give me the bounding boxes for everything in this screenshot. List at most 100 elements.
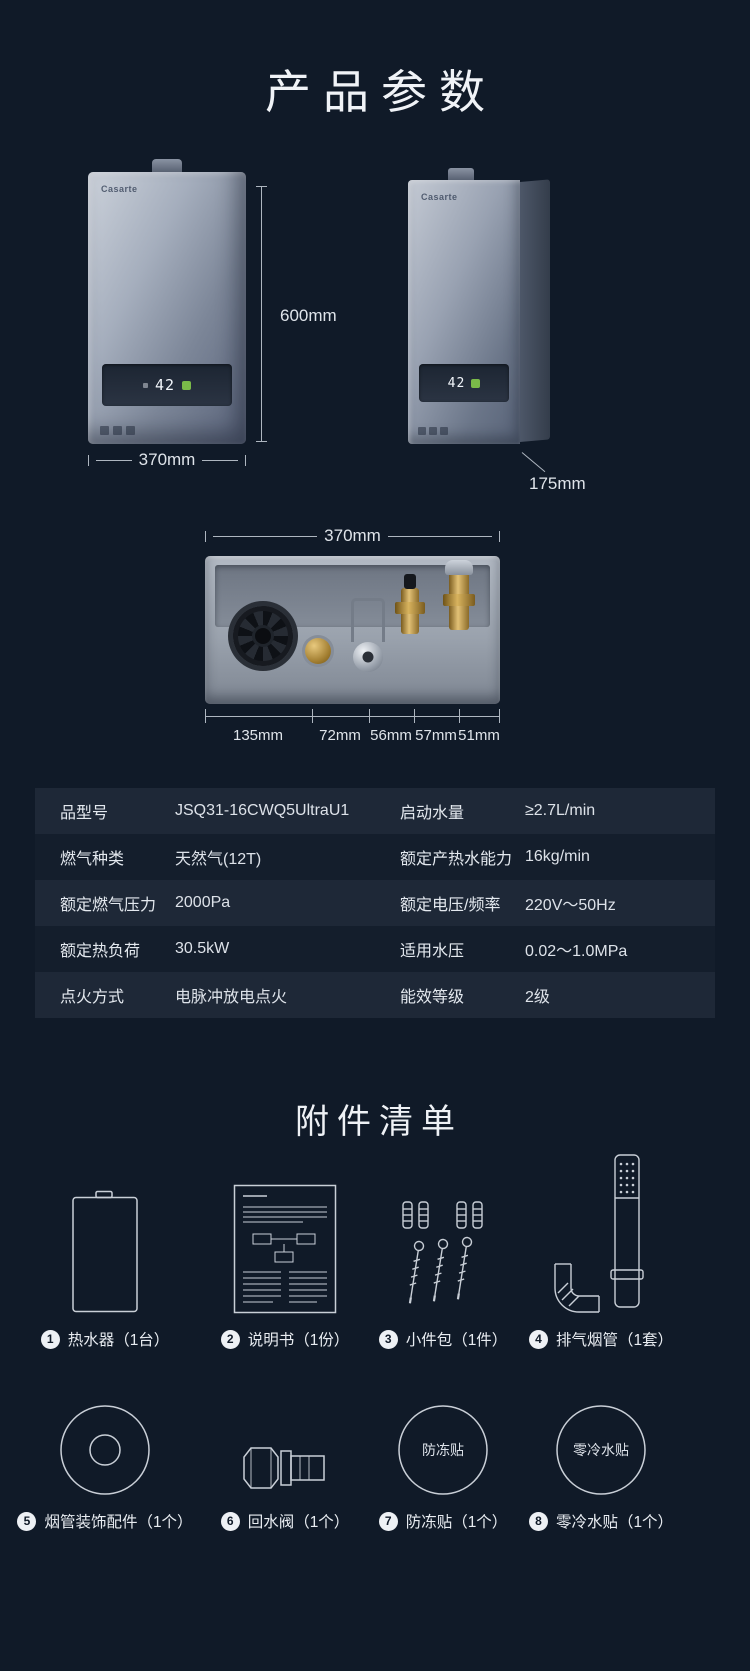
segment-dimension-label: 57mm [415,727,457,744]
manual-icon [200,1184,370,1314]
accessory-label: 1 热水器（1台） [20,1328,190,1350]
exhaust-pipe-icon [516,1152,686,1314]
spec-value: 30.5kW [175,940,230,957]
segment-dimension-line [205,716,500,717]
temperature-value: 42 [447,375,466,391]
brand-logo: Casarte [101,184,138,194]
spec-value: 电脉冲放电点火 [175,989,288,1006]
depth-dimension-line [521,452,546,473]
svg-text:零冷水贴: 零冷水贴 [573,1442,629,1458]
heater-front-body: Casarte 42 [88,172,246,444]
accessory-number-badge: 3 [378,1329,398,1349]
brand-logo: Casarte [421,192,458,202]
accessory-label-text: 排气烟管（1套） [555,1332,674,1349]
accessory-label: 2 说明书（1份） [200,1328,370,1350]
bottom-total-dimension-label: 370mm [324,526,381,545]
height-dimension-label: 600mm [280,306,337,325]
spec-value: ≥2.7L/min [525,802,596,819]
segment-dimension-label: 72mm [319,727,361,744]
brass-valve-1-nut [395,602,425,614]
temperature-display: 42 [102,364,232,406]
svg-text:防冻贴: 防冻贴 [422,1442,464,1458]
heater-outline-icon [20,1190,190,1314]
accessory-item-pipe-trim: 5 烟管装饰配件（1个） [15,1390,195,1532]
pipe-trim-ring-icon [15,1402,195,1498]
status-indicator-icon [142,382,148,388]
accessories-title: 附件清单 [295,1103,463,1141]
heater-side-front-face: Casarte 42 [408,180,520,444]
accessory-label: 3 小件包（1件） [358,1328,528,1350]
accessory-number-badge: 4 [528,1329,548,1349]
spec-value: 220V～50Hz [525,897,616,914]
spec-row: 品型号 JSQ31-16CWQ5UltraU1 启动水量 ≥2.7L/min [35,788,715,834]
accessory-item-antifreeze-sticker: 防冻贴 7 防冻贴（1个） [353,1390,533,1532]
eco-indicator-icon [182,380,192,390]
spec-label: 适用水压 [400,943,465,960]
height-dimension-line [256,186,267,442]
spec-label: 启动水量 [400,805,465,822]
accessory-number-badge: 7 [378,1511,398,1531]
accessories-row-1: 1 热水器（1台） [0,1154,750,1350]
accessory-number-badge: 5 [17,1511,37,1531]
zero-cold-water-sticker-icon: 零冷水贴 [511,1402,691,1498]
spec-value: 2000Pa [175,894,231,911]
spec-label: 燃气种类 [60,851,125,868]
eco-indicator-icon [471,378,481,388]
flue-pipe [152,159,182,173]
flue-pipe [448,168,474,181]
accessory-item-exhaust-pipe: 4 排气烟管（1套） [516,1154,686,1350]
accessory-number-badge: 2 [220,1329,240,1349]
water-inlet-fitting [353,642,383,672]
width-dimension: 370mm [88,450,246,470]
temperature-value: 42 [154,376,176,394]
accessory-label-text: 防冻贴（1个） [405,1514,508,1531]
accessory-label-text: 说明书（1份） [247,1332,350,1349]
segment-dimension-label: 135mm [232,727,284,744]
accessory-number-badge: 6 [220,1511,240,1531]
spec-value: JSQ31-16CWQ5UltraU1 [175,802,350,819]
accessory-item-zero-cold-water-sticker: 零冷水贴 8 零冷水贴（1个） [511,1390,691,1532]
accessory-label: 4 排气烟管（1套） [516,1328,686,1350]
spec-row: 燃气种类 天然气(12T) 额定产热水能力 16kg/min [35,834,715,880]
accessory-item-manual: 2 说明书（1份） [200,1160,370,1350]
heater-side-view: Casarte 42 [408,168,550,446]
spec-value: 天然气(12T) [175,851,262,868]
accessory-label-text: 零冷水贴（1个） [555,1514,674,1531]
spec-label: 额定电压/频率 [400,897,501,914]
accessory-item-return-valve: 6 回水阀（1个） [195,1390,375,1532]
bottom-total-dimension: 370mm [205,526,500,546]
antifreeze-sticker-icon: 防冻贴 [353,1402,533,1498]
accessory-label: 8 零冷水贴（1个） [511,1510,691,1532]
accessory-label-text: 热水器（1台） [67,1332,170,1349]
accessory-label-text: 烟管装饰配件（1个） [44,1514,193,1531]
heater-front-view: Casarte 42 [88,159,246,444]
spec-table: 品型号 JSQ31-16CWQ5UltraU1 启动水量 ≥2.7L/min 燃… [35,788,715,1018]
accessory-item-heater: 1 热水器（1台） [20,1160,190,1350]
accessory-label: 5 烟管装饰配件（1个） [15,1510,195,1532]
width-dimension-label: 370mm [138,450,196,469]
spec-value: 2级 [525,989,550,1006]
heater-side-panel [520,179,550,442]
vent-grille [418,427,448,435]
accessories-row-2: 5 烟管装饰配件（1个） 6 回水阀（1个） [0,1390,750,1532]
spec-value: 0.02～1.0MPa [525,943,628,960]
brass-valve-1-knob [404,574,416,589]
heater-bottom-view [205,556,500,704]
fan-outlet [233,606,293,666]
spec-label: 点火方式 [60,989,125,1006]
page-title: 产品参数 [265,66,497,118]
gas-inlet-fitting [305,638,331,664]
brass-valve-2-cap [445,560,473,575]
parts-bag-icon [358,1198,528,1314]
temperature-display: 42 [419,364,509,402]
depth-dimension-label: 175mm [529,474,586,493]
mounting-bracket [351,598,385,642]
accessory-number-badge: 8 [528,1511,548,1531]
segment-dimension-label: 56mm [370,727,412,744]
segment-dimension-label: 51mm [458,727,500,744]
spec-value: 16kg/min [525,848,590,865]
spec-label: 额定燃气压力 [60,897,157,914]
accessory-label-text: 小件包（1件） [405,1332,508,1349]
spec-row: 额定热负荷 30.5kW 适用水压 0.02～1.0MPa [35,926,715,972]
